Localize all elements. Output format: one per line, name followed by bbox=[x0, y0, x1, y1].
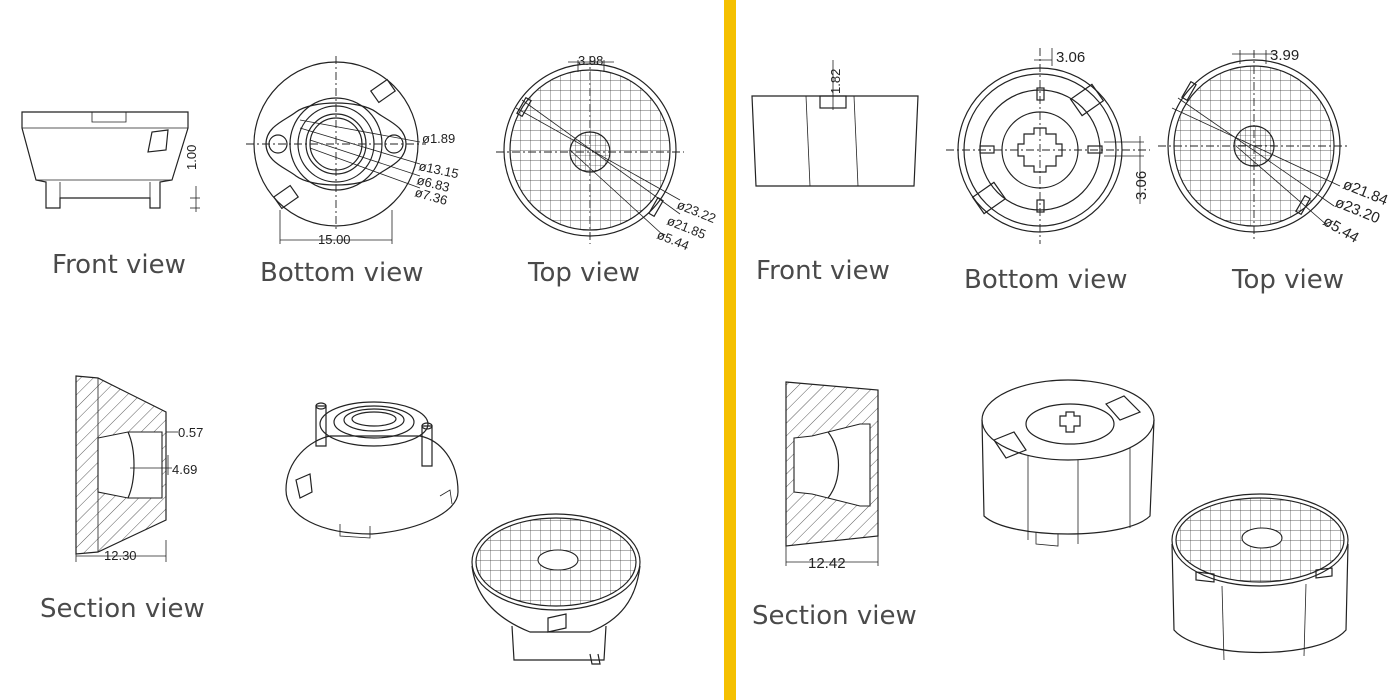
right-top-dim-width: 3.99 bbox=[1270, 47, 1299, 64]
left-top-view-drawing: 3.98 ø23.22 ø21.85 ø5.44 bbox=[496, 53, 718, 253]
left-front-view-drawing: 1.00 bbox=[21, 111, 200, 212]
right-bottom-dim-height: 3.06 bbox=[1133, 171, 1150, 200]
right-isometric-bottom bbox=[981, 379, 1155, 547]
right-front-dim-height: 1.82 bbox=[828, 69, 843, 94]
left-bottom-dim-width: 15.00 bbox=[318, 232, 351, 247]
left-bottom-view-drawing: ø1.89 ø13.15 ø6.83 ø7.36 15.00 bbox=[246, 56, 460, 247]
panel-divider bbox=[724, 0, 736, 700]
right-top-view-label: Top view bbox=[1232, 265, 1345, 295]
left-section-dim-b: 4.69 bbox=[172, 462, 197, 477]
left-section-dim-a: 0.57 bbox=[178, 425, 203, 440]
right-bottom-view-label: Bottom view bbox=[964, 265, 1128, 295]
right-front-view-label: Front view bbox=[756, 256, 890, 286]
right-section-dim-width: 12.42 bbox=[808, 555, 846, 572]
right-bottom-dim-width: 3.06 bbox=[1056, 49, 1085, 66]
left-isometric-bottom bbox=[285, 401, 459, 539]
left-top-view-label: Top view bbox=[528, 258, 641, 288]
right-bottom-view-drawing: 3.06 3.06 bbox=[946, 48, 1150, 244]
left-section-view-label: Section view bbox=[40, 594, 205, 624]
left-front-dim-height: 1.00 bbox=[184, 145, 199, 170]
left-section-view-drawing: 0.57 4.69 12.30 bbox=[75, 375, 203, 563]
left-bottom-dim-hole: ø1.89 bbox=[422, 131, 455, 146]
right-front-view-drawing: 1.82 bbox=[751, 60, 919, 187]
left-section-dim-width: 12.30 bbox=[104, 548, 137, 563]
right-section-view-drawing: 12.42 bbox=[785, 381, 879, 572]
left-top-dim-width: 3.98 bbox=[578, 53, 603, 68]
right-top-view-drawing: 3.99 ø21.84 ø23.20 ø5.44 bbox=[1158, 47, 1390, 247]
right-section-view-label: Section view bbox=[752, 601, 917, 631]
right-isometric-top bbox=[1171, 493, 1349, 661]
left-isometric-top bbox=[471, 513, 641, 665]
left-bottom-view-label: Bottom view bbox=[260, 258, 424, 288]
left-front-view-label: Front view bbox=[52, 250, 186, 280]
